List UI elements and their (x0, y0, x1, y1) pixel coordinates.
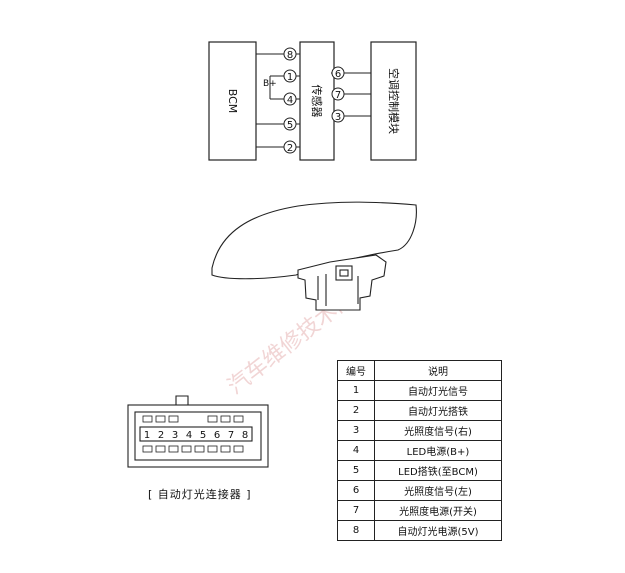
left-pin-8: 8 (283, 47, 297, 61)
row-description: 光照度电源(开关) (374, 500, 502, 521)
connector-pin: 4 (186, 430, 192, 441)
row-description: 自动灯光电源(5V) (374, 520, 502, 541)
left-wires (256, 53, 300, 148)
row-number: 2 (337, 400, 375, 421)
bcm-label: BCM (226, 89, 239, 114)
connector-pin: 6 (214, 430, 220, 441)
row-description: 光照度信号(右) (374, 420, 502, 441)
row-number: 6 (337, 480, 375, 501)
row-description: 自动灯光信号 (374, 380, 502, 401)
row-description: 自动灯光搭铁 (374, 400, 502, 421)
header-description: 说明 (374, 360, 502, 381)
row-description: LED搭铁(至BCM) (374, 460, 502, 481)
table-header-row: 编号 说明 (337, 360, 502, 381)
ac-module-label: 空调控制模块 (387, 68, 401, 134)
pin-label: 2 (287, 143, 293, 154)
pin-label: 1 (287, 72, 293, 83)
sensor-label: 传感器 (310, 85, 323, 118)
row-number: 1 (337, 380, 375, 401)
connector-caption: [ 自动灯光连接器 ] (148, 488, 252, 501)
pin-label: 5 (287, 120, 293, 131)
header-number: 编号 (337, 360, 375, 381)
pin-label: 3 (335, 112, 341, 123)
left-pin-4: 4 (283, 92, 297, 106)
connector-pin: 8 (242, 430, 248, 441)
sensor-illustration (211, 201, 417, 311)
connector-pin: 1 (144, 430, 150, 441)
bplus-label: B+ (263, 79, 277, 89)
pin-label: 6 (335, 69, 341, 80)
connector-pin: 5 (200, 430, 206, 441)
right-pin-3: 3 (331, 109, 345, 123)
bcm-block: BCM (208, 41, 257, 161)
row-description: 光照度信号(左) (374, 480, 502, 501)
left-pin-5: 5 (283, 117, 297, 131)
row-number: 4 (337, 440, 375, 461)
left-pin-2: 2 (283, 140, 297, 154)
pin-label: 8 (287, 50, 293, 61)
left-pin-1: 1 (283, 69, 297, 83)
right-pin-6: 6 (331, 66, 345, 80)
connector-illustration (127, 395, 269, 468)
ac-module-block: 空调控制模块 (370, 41, 417, 161)
connector-pin-numbers: 1 2 3 4 5 6 7 8 (144, 430, 248, 441)
row-number: 7 (337, 500, 375, 521)
row-number: 5 (337, 460, 375, 481)
connector-pin: 2 (158, 430, 164, 441)
sensor-block: 传感器 (299, 41, 335, 161)
row-number: 8 (337, 520, 375, 541)
row-description: LED电源(B+) (374, 440, 502, 461)
row-number: 3 (337, 420, 375, 441)
connector-pin: 3 (172, 430, 178, 441)
pin-label: 4 (287, 95, 293, 106)
pin-label: 7 (335, 90, 341, 101)
right-pin-7: 7 (331, 87, 345, 101)
connector-pin: 7 (228, 430, 234, 441)
